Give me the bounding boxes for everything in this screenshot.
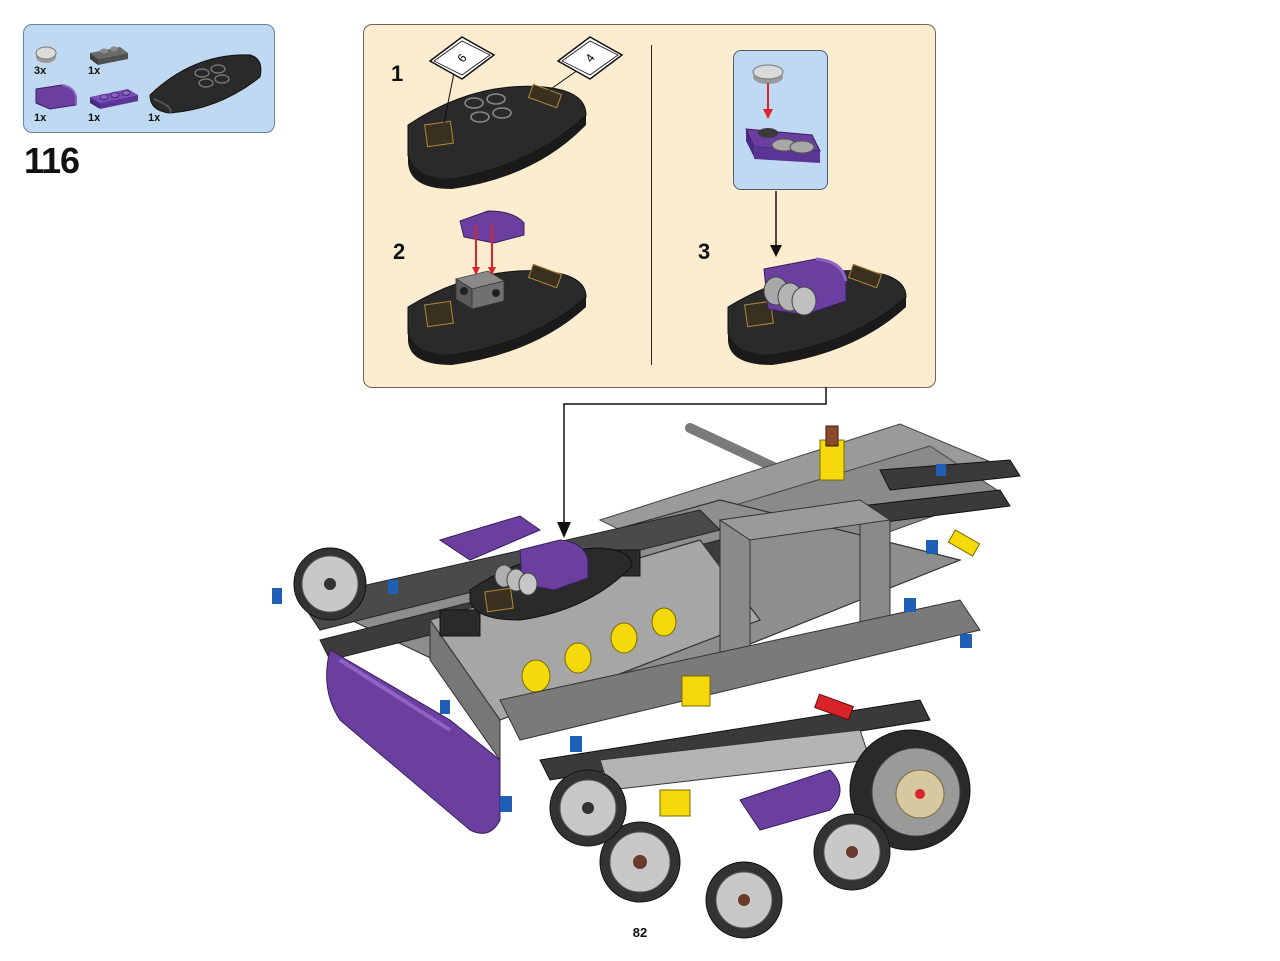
- callout-illustrations: 6 4: [407, 36, 907, 365]
- sticker-callout-4: 4: [556, 36, 624, 80]
- page-number: 82: [632, 925, 648, 940]
- sticker-applied-left: [424, 120, 454, 148]
- substep-3-assembly: [727, 257, 907, 365]
- substep-2-assembly: [407, 210, 587, 365]
- vehicle-chassis: [272, 423, 1021, 939]
- blue-pins: [272, 464, 972, 812]
- substep-number-1: 1: [391, 61, 404, 86]
- wheel-bottom-left: [599, 821, 681, 903]
- sticker-applied-right: [527, 83, 563, 109]
- wheel-front-large: [849, 729, 971, 851]
- round-tile-icon: [35, 46, 57, 63]
- part-qty-round-tile: 3x: [34, 65, 47, 77]
- part-qty-curved-panel: 1x: [148, 112, 161, 124]
- substep-number-2: 2: [393, 239, 406, 264]
- parts-illustrations: [35, 46, 262, 114]
- substep-3-detail: [745, 64, 821, 257]
- plate-1x3-icon: [90, 89, 138, 109]
- part-qty-bracket: 1x: [88, 65, 101, 77]
- substep-number-3: 3: [698, 239, 711, 264]
- curved-slope-icon: [35, 84, 77, 110]
- callout-divider: [651, 45, 652, 365]
- part-qty-plate: 1x: [88, 112, 101, 124]
- callout-connector-line: [563, 387, 827, 530]
- wheel-rear-left: [293, 547, 367, 621]
- curved-panel-icon: [149, 54, 262, 114]
- wheel-bottom-right: [813, 813, 891, 891]
- step-number: 116: [24, 140, 80, 181]
- part-qty-curved-slope: 1x: [34, 112, 47, 124]
- substep-1-assembly: 6 4: [407, 36, 624, 189]
- callout-connector-arrow: [557, 522, 571, 538]
- subassembly-callout: 1 2 3 6 4: [363, 24, 936, 388]
- wheel-middle: [549, 769, 627, 847]
- parts-list-panel: 3x 1x 1x 1x 1x: [23, 24, 275, 133]
- sticker-callout-6: 6: [428, 36, 496, 80]
- bracket-plate-icon: [90, 46, 128, 65]
- wheel-bottom-center: [705, 861, 783, 939]
